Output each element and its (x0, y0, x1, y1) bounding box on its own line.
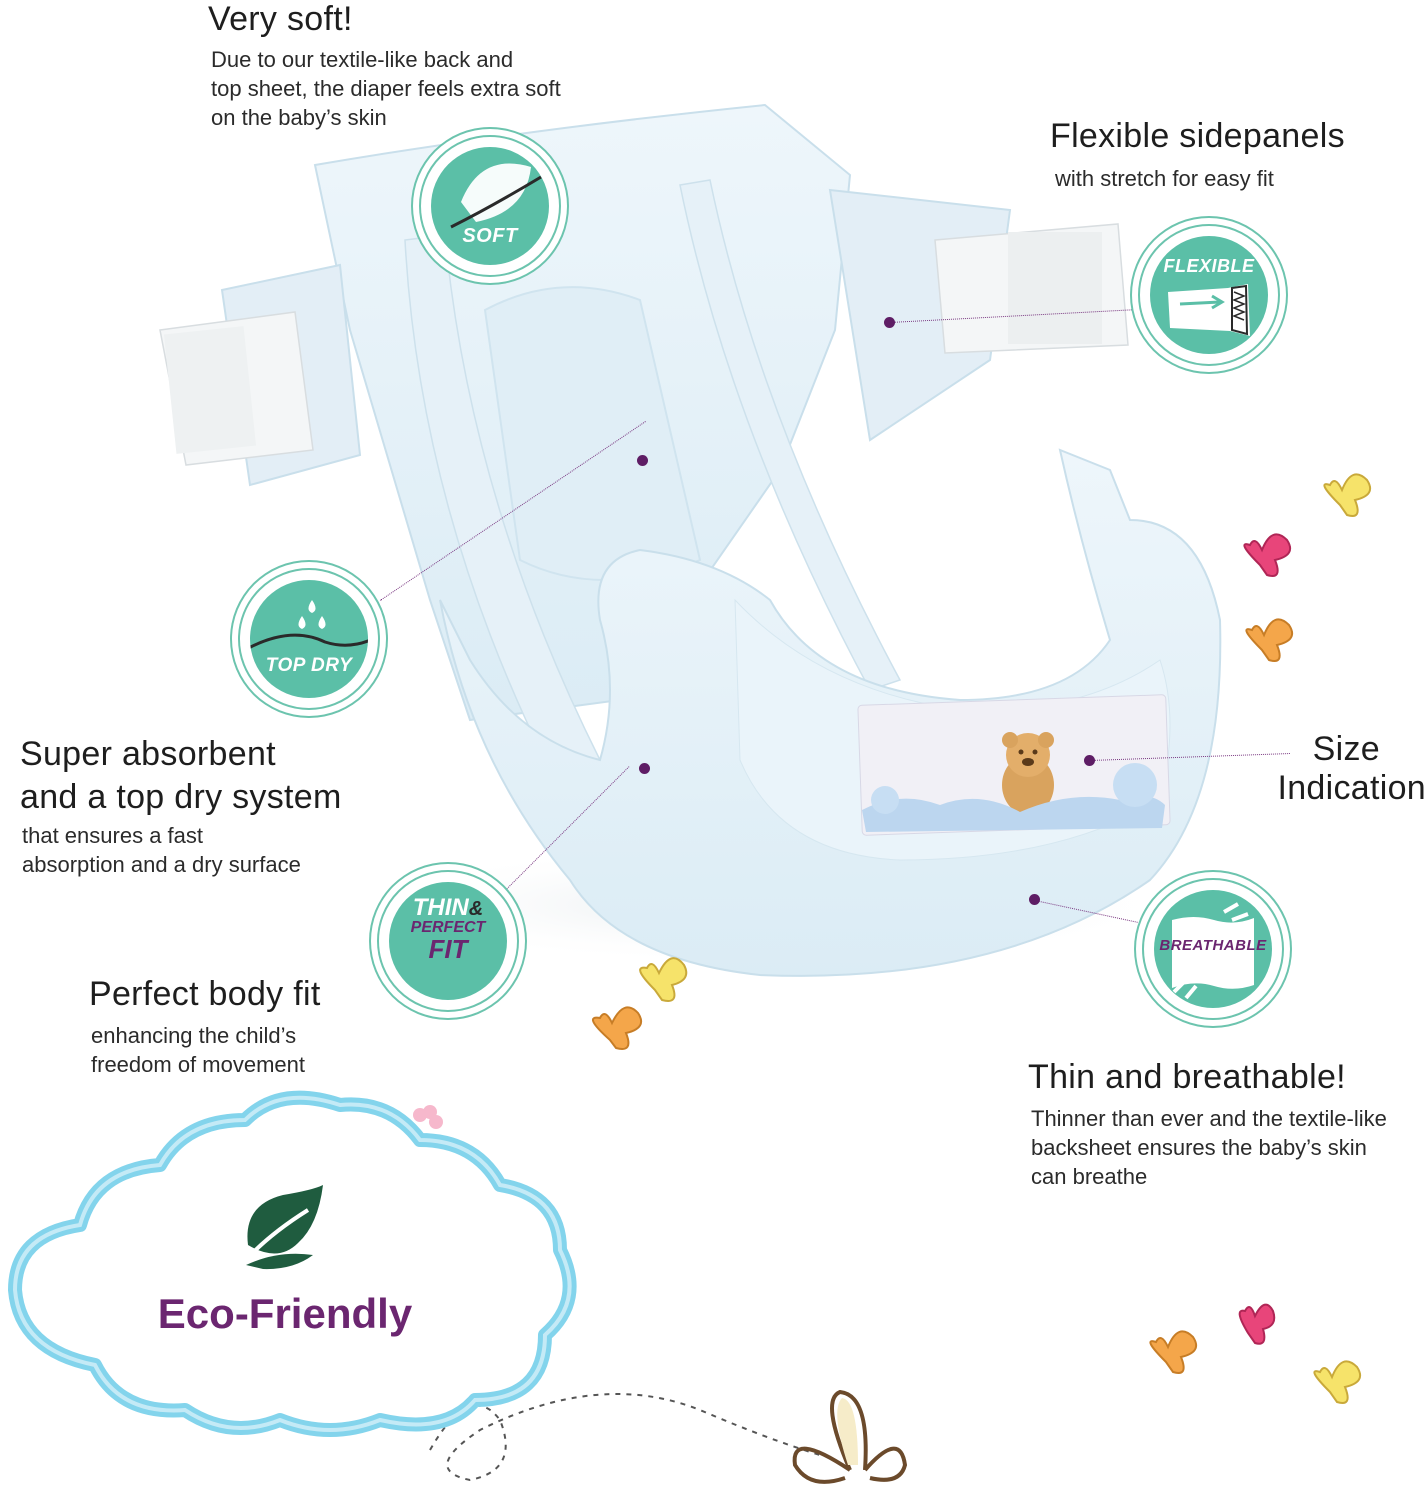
feather-icon (450, 163, 542, 229)
dot-size (1084, 755, 1095, 766)
breathable-badge: BREATHABLE (1142, 878, 1284, 1020)
bear-print (1002, 732, 1054, 815)
breathable-desc-line: Thinner than ever and the textile-like (1031, 1106, 1387, 1131)
flexible-desc-line: with stretch for easy fit (1055, 166, 1274, 191)
absorbent-desc-line: absorption and a dry surface (22, 852, 301, 877)
absorbent-heading-line: and a top dry system (20, 778, 342, 817)
ampersand: & (468, 898, 484, 920)
fit-description: enhancing the child’s freedom of movemen… (91, 1021, 305, 1079)
flexible-heading: Flexible sidepanels (1050, 117, 1345, 155)
perfect-word: PERFECT (410, 919, 486, 936)
breathable-sheet-icon (1172, 902, 1254, 1000)
dot-absorbent (637, 455, 648, 466)
soft-description: Due to our textile-like back and top she… (211, 45, 561, 132)
fit-desc-line: freedom of movement (91, 1052, 305, 1077)
absorbent-heading: Super absorbent and a top dry system (20, 735, 342, 817)
size-heading: Size Indication (1262, 730, 1426, 808)
water-drops-icon (250, 600, 368, 650)
breathable-desc-line: can breathe (1031, 1164, 1148, 1189)
fit-word: FIT (428, 934, 468, 964)
soft-badge-label: SOFT (462, 225, 518, 247)
dot-breathable (1029, 894, 1040, 905)
breathable-desc-line: backsheet ensures the baby’s skin (1031, 1135, 1367, 1160)
fit-desc-line: enhancing the child’s (91, 1023, 297, 1048)
flexible-description: with stretch for easy fit (1055, 164, 1274, 193)
dot-fit (639, 763, 650, 774)
absorbent-heading-line: Super absorbent (20, 735, 276, 773)
soft-desc-line: Due to our textile-like back and (211, 47, 514, 72)
breathable-heading: Thin and breathable! (1028, 1058, 1346, 1096)
absorbent-description: that ensures a fast absorption and a dry… (22, 821, 301, 879)
flexible-badge: FLEXIBLE (1138, 224, 1280, 366)
breathable-badge-label: BREATHABLE (1159, 937, 1267, 954)
soft-heading: Very soft! (208, 0, 353, 38)
small-flower (413, 1105, 443, 1129)
soft-desc-line: top sheet, the diaper feels extra soft (211, 76, 561, 101)
leaf-icon (241, 1185, 323, 1270)
size-heading-line: Size (1312, 730, 1380, 768)
flexible-badge-label: FLEXIBLE (1163, 256, 1255, 276)
absorbent-desc-line: that ensures a fast (22, 823, 203, 848)
size-heading-line: Indication (1277, 769, 1426, 808)
dot-flexible (884, 317, 895, 328)
thin-fit-badge-label: THIN& PERFECT FIT (389, 894, 507, 964)
thin-word: THIN (412, 894, 469, 921)
stretch-tab-icon (1168, 284, 1250, 336)
topdry-badge: TOP DRY (238, 568, 380, 710)
soft-badge: SOFT (419, 135, 561, 277)
fit-heading: Perfect body fit (89, 975, 321, 1013)
soft-desc-line: on the baby’s skin (211, 105, 387, 130)
thin-fit-badge: THIN& PERFECT FIT (377, 870, 519, 1012)
topdry-badge-label: TOP DRY (265, 655, 353, 676)
breathable-description: Thinner than ever and the textile-like b… (1031, 1104, 1387, 1191)
eco-friendly-label: Eco-Friendly (157, 1290, 413, 1337)
